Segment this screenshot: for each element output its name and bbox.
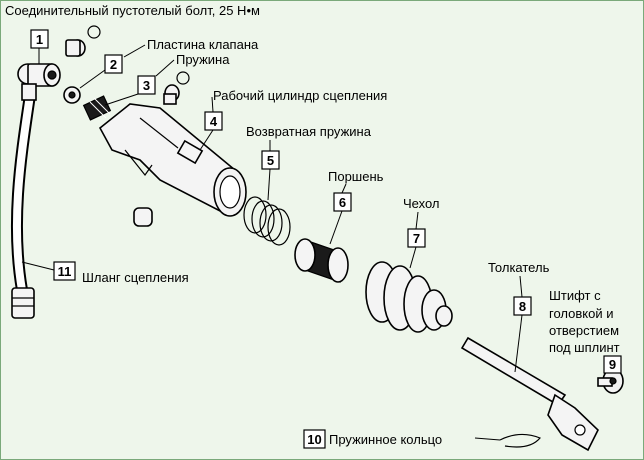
pin: [597, 368, 624, 394]
label-slave-cylinder: Рабочий цилиндр сцепления: [213, 88, 387, 103]
label-boot: Чехол: [403, 196, 440, 211]
slave-cylinder-body: [98, 103, 247, 227]
label-pin-line2: головкой и: [549, 306, 613, 321]
snap-ring: [474, 433, 541, 448]
piston: [294, 238, 349, 283]
svg-text:2: 2: [110, 57, 117, 72]
callout-11: 11: [21, 261, 76, 281]
bleeder-screw: [163, 71, 190, 105]
callout-8: 8: [513, 275, 532, 373]
callout-5: 5: [261, 140, 280, 201]
valve-plate: [82, 95, 112, 121]
svg-text:8: 8: [519, 299, 526, 314]
svg-text:4: 4: [210, 114, 218, 129]
label-banjo-bolt: Соединительный пустотелый болт, 25 Н•м: [5, 3, 260, 18]
svg-text:7: 7: [413, 231, 420, 246]
svg-text:3: 3: [143, 78, 150, 93]
clutch-hose: [10, 94, 36, 319]
push-rod: [460, 336, 599, 452]
label-snap-ring: Пружинное кольцо: [329, 432, 442, 447]
label-hose: Шланг сцепления: [82, 270, 189, 285]
label-pin-line4: под шплинт: [549, 340, 620, 355]
banjo-bolt: [63, 25, 101, 104]
label-pin-line3: отверстием: [549, 323, 619, 338]
svg-text:5: 5: [267, 153, 274, 168]
label-return-spring: Возвратная пружина: [246, 124, 372, 139]
svg-text:9: 9: [609, 357, 616, 372]
callout-10: 10: [303, 429, 326, 449]
svg-text:10: 10: [307, 432, 321, 447]
callout-6: 6: [329, 183, 352, 245]
svg-text:11: 11: [58, 264, 72, 279]
label-piston: Поршень: [328, 169, 384, 184]
callout-9: 9: [603, 355, 622, 374]
svg-text:6: 6: [339, 195, 346, 210]
callout-1: 1: [30, 29, 49, 64]
callout-7: 7: [407, 211, 426, 269]
callout-4: 4: [199, 96, 223, 151]
boot: [365, 261, 453, 333]
label-spring: Пружина: [176, 52, 230, 67]
callout-2: 2: [79, 44, 146, 89]
label-pin-line1: Штифт с: [549, 288, 601, 303]
label-push-rod: Толкатель: [488, 260, 550, 275]
return-spring: [243, 196, 291, 246]
banjo-fitting: [17, 63, 61, 101]
label-valve-plate: Пластина клапана: [147, 37, 259, 52]
callout-3: 3: [104, 59, 175, 106]
svg-text:1: 1: [36, 32, 43, 47]
